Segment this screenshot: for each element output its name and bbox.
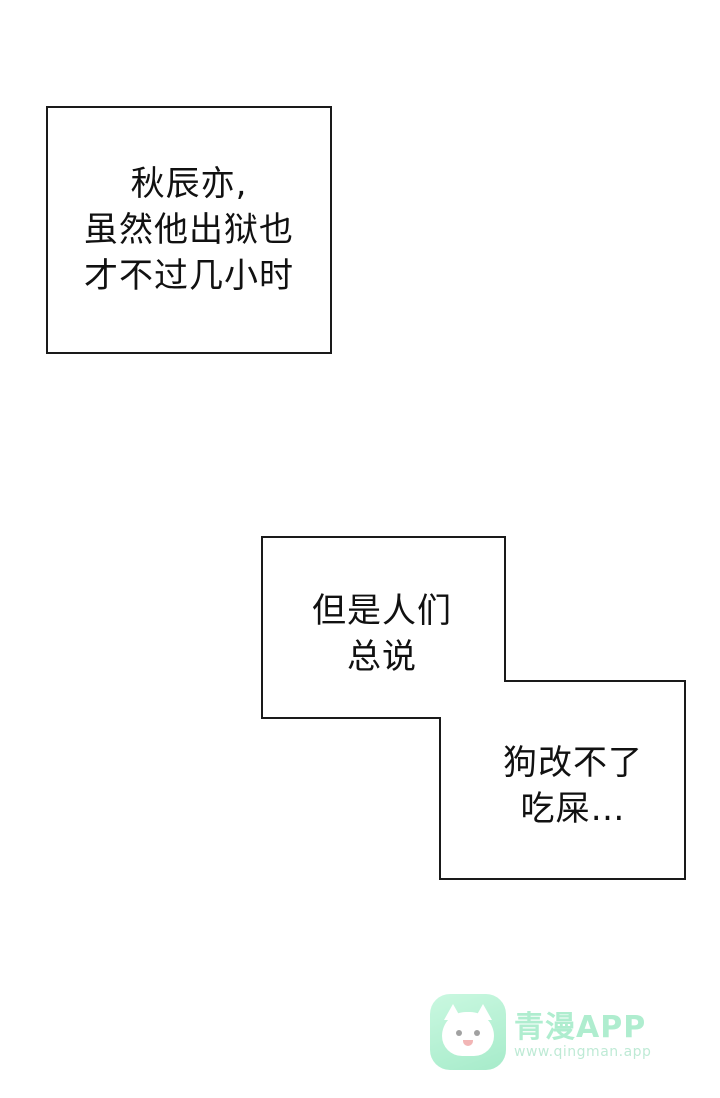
cat-face-icon bbox=[430, 994, 506, 1070]
narration-line: 总说 bbox=[347, 637, 417, 677]
cat-eye bbox=[456, 1030, 462, 1036]
watermark-title: 青漫APP bbox=[514, 1010, 647, 1045]
narration-box-2-upper-text: 但是人们 总说 bbox=[262, 588, 502, 680]
narration-box-1: 秋辰亦, 虽然他出狱也 才不过几小时 bbox=[46, 106, 332, 354]
cat-mouth bbox=[463, 1040, 473, 1046]
narration-line: 才不过几小时 bbox=[84, 256, 294, 296]
cat-head bbox=[442, 1012, 494, 1056]
narration-line: 狗改不了 bbox=[503, 743, 643, 783]
narration-line: 吃屎… bbox=[520, 789, 626, 829]
narration-line: 秋辰亦, bbox=[130, 164, 248, 204]
watermark: 青漫APP www.qingman.app bbox=[430, 994, 680, 1070]
watermark-url: www.qingman.app bbox=[514, 1044, 652, 1060]
narration-box-2-lower-text: 狗改不了 吃屎… bbox=[458, 740, 688, 832]
narration-line: 但是人们 bbox=[312, 591, 452, 631]
cat-eye bbox=[474, 1030, 480, 1036]
narration-line: 虽然他出狱也 bbox=[84, 210, 294, 250]
